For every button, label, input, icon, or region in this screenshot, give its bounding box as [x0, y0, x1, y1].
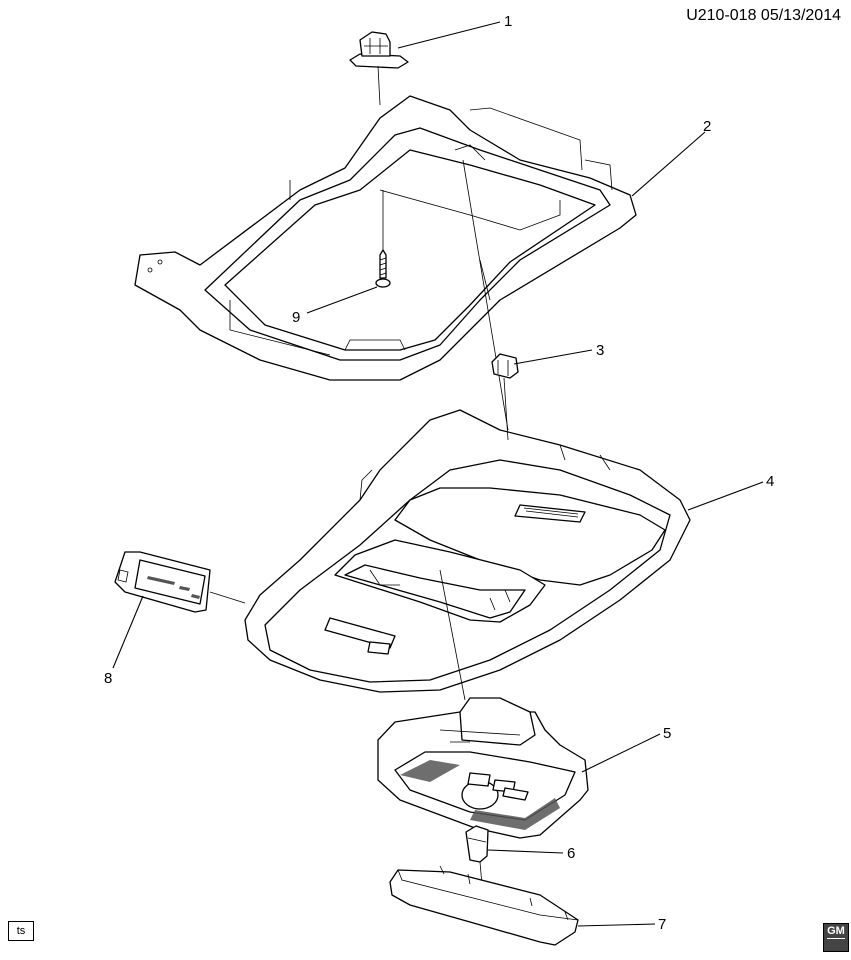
part-5-lamp-assembly — [377, 697, 589, 839]
leader-2 — [631, 131, 706, 197]
leader-9 — [306, 286, 378, 314]
part-6-bulb — [465, 825, 489, 863]
callout-6: 6 — [567, 845, 575, 862]
callout-3: 3 — [596, 342, 604, 359]
gm-logo-text: GM — [827, 925, 845, 937]
leader-5 — [581, 733, 661, 773]
callout-5: 5 — [663, 725, 671, 742]
part-9-screw — [375, 249, 391, 288]
leader-7 — [577, 923, 656, 927]
ts-label: ts — [8, 921, 34, 941]
gm-logo: GM — [823, 923, 849, 952]
callout-9: 9 — [292, 309, 300, 326]
gm-logo-bar — [827, 938, 845, 939]
part-8-switch-module — [114, 551, 211, 613]
callout-8: 8 — [104, 670, 112, 687]
assembly-line-1 — [377, 65, 381, 106]
assembly-line-8 — [209, 591, 246, 604]
callout-2: 2 — [703, 118, 711, 135]
leader-1 — [397, 21, 501, 49]
callout-4: 4 — [766, 473, 774, 490]
part-3-clip — [491, 353, 519, 379]
leader-6 — [487, 849, 564, 854]
document-id: U210-018 05/13/2014 — [686, 7, 841, 24]
part-2-bracket-frame — [134, 95, 637, 381]
assembly-line-4 — [439, 569, 466, 701]
assembly-line-3 — [503, 377, 509, 441]
assembly-line-2 — [462, 159, 509, 431]
part-4-console — [244, 409, 691, 693]
leader-4 — [687, 481, 764, 511]
leader-3 — [513, 349, 593, 365]
leader-8 — [112, 595, 144, 669]
callout-1: 1 — [504, 13, 512, 30]
part-7-lens — [389, 865, 579, 946]
callout-7: 7 — [658, 916, 666, 933]
part-1-clip — [349, 31, 409, 69]
